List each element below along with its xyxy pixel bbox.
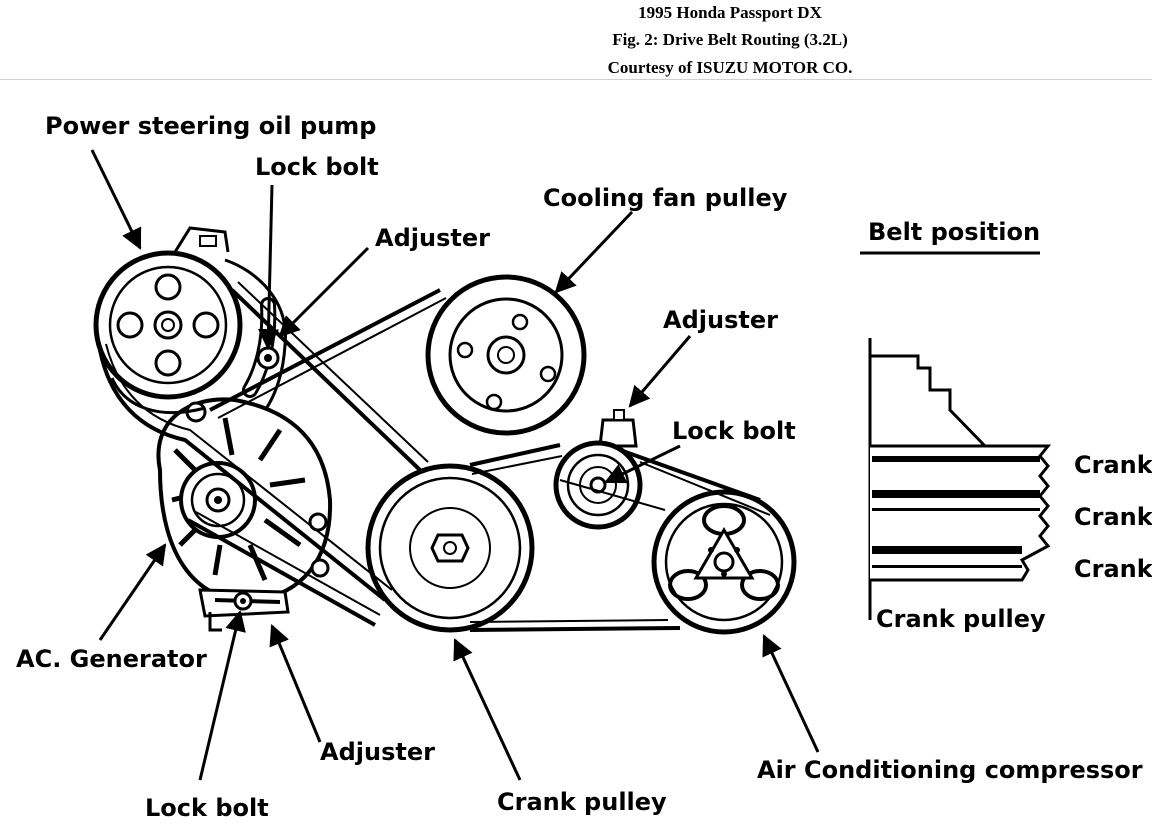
tensioner-pulley (553, 409, 643, 530)
label-power-steering-pump: Power steering oil pump (45, 112, 376, 140)
leader-arrows (90, 149, 820, 781)
arrow-lock-bolt-top (257, 184, 279, 351)
label-adjuster-top: Adjuster (375, 224, 490, 252)
inset-crank-label-3: Crank; (1074, 555, 1152, 583)
header-figure-title: Fig. 2: Drive Belt Routing (3.2L) (612, 30, 848, 49)
figure-header: 1995 Honda Passport DX Fig. 2: Drive Bel… (0, 0, 1152, 80)
label-lock-bolt-top: Lock bolt (255, 153, 379, 181)
crank-pulley (365, 463, 535, 633)
label-adjuster-bottom: Adjuster (320, 738, 435, 766)
arrow-lock-bolt-bottom (198, 609, 246, 781)
cooling-fan-pulley (425, 274, 587, 436)
label-crank-pulley: Crank pulley (497, 788, 667, 816)
arrow-ac-compressor (762, 634, 820, 753)
arrow-cooling-fan (554, 210, 634, 294)
label-ac-generator: AC. Generator (16, 645, 207, 673)
inset-title: Belt position (868, 218, 1040, 246)
arrow-power-steering (90, 149, 142, 250)
arrow-adjuster-right (628, 335, 692, 408)
arrow-ac-generator (98, 543, 167, 641)
ac-generator (156, 397, 333, 632)
label-lock-bolt-bottom: Lock bolt (145, 794, 269, 822)
label-ac-compressor: Air Conditioning compressor (757, 756, 1143, 784)
arrow-lock-bolt-right (604, 444, 681, 484)
arrow-adjuster-top (278, 246, 370, 338)
arrow-crank-pulley (453, 638, 522, 781)
header-credit: Courtesy of ISUZU MOTOR CO. (607, 58, 853, 77)
label-adjuster-right: Adjuster (663, 306, 778, 334)
ac-compressor (651, 489, 797, 635)
power-steering-pump (93, 226, 287, 422)
label-cooling-fan-pulley: Cooling fan pulley (543, 184, 788, 212)
belt-position-inset (860, 251, 1052, 620)
header-vehicle: 1995 Honda Passport DX (638, 3, 822, 22)
inset-crank-label-1: Crank, (1074, 451, 1152, 479)
inset-crank-label-2: Crank; (1074, 503, 1152, 531)
label-lock-bolt-right: Lock bolt (672, 417, 796, 445)
arrow-adjuster-bottom (269, 624, 322, 743)
inset-caption: Crank pulley (876, 605, 1046, 633)
